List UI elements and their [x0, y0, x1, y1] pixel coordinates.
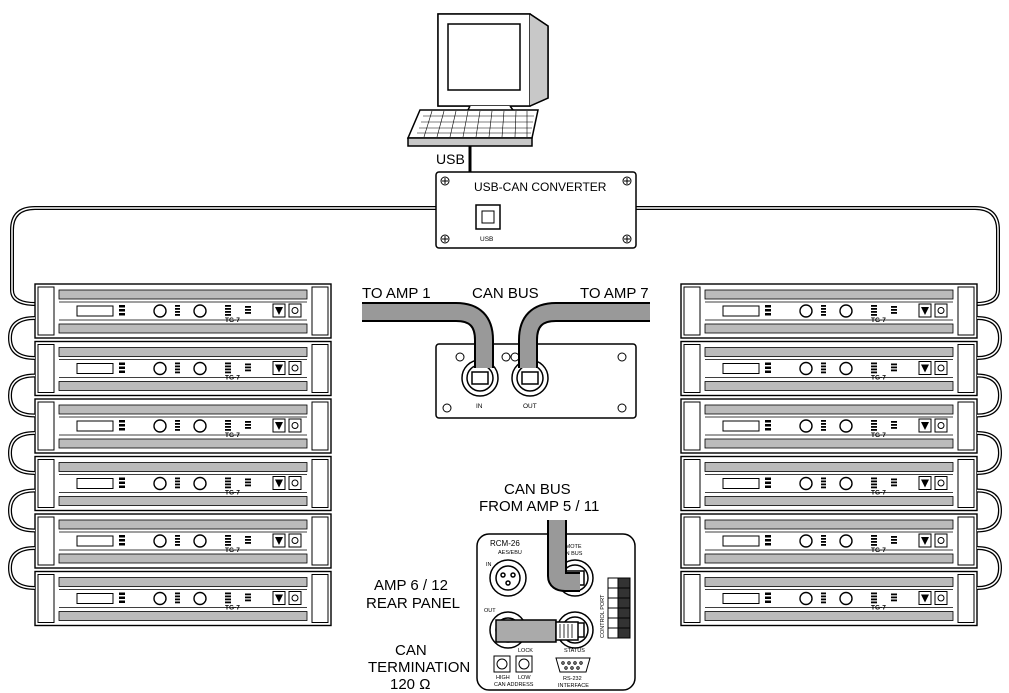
to-amp-1-label: TO AMP 1 — [362, 285, 431, 302]
low-label: LOW — [518, 675, 531, 681]
amplifier-unit: TG-7 — [34, 513, 332, 569]
termination-label-line1: CAN — [395, 642, 427, 659]
amp-model-label: TG-7 — [871, 605, 886, 612]
amp-model-label: TG-7 — [871, 317, 886, 324]
daisy-loop-right — [976, 488, 1003, 533]
daisy-loop-left — [7, 431, 36, 475]
daisy-loop-right — [976, 316, 1003, 360]
termination-label-line2: TERMINATION — [368, 659, 470, 676]
converter-port-label: USB — [480, 236, 493, 243]
status-label: STATUS — [564, 648, 585, 654]
can-bus-from-label-line1: CAN BUS — [504, 481, 571, 498]
amp-model-label: TG-7 — [871, 490, 886, 497]
control-port-label: CONTROL PORT — [600, 594, 606, 638]
termination-label-line3: 120 Ω — [390, 676, 430, 693]
amp-model-label: TG-7 — [225, 547, 240, 554]
aes-ebu-label: AES/EBU — [498, 550, 522, 556]
amp-model-label: TG-7 — [871, 375, 886, 382]
rs232-label-line2: INTERFACE — [558, 683, 589, 689]
amplifier-unit: TG-7 — [34, 570, 332, 627]
can-out-connector-icon — [511, 359, 549, 397]
amplifier-unit: TG-7 — [680, 570, 978, 627]
keyboard-icon — [406, 109, 539, 147]
rs232-connector-icon — [555, 657, 591, 673]
monitor-icon — [437, 13, 549, 115]
rear-panel-model: RCM-26 — [490, 539, 520, 548]
panel-in-label: IN — [476, 403, 483, 410]
can-in-connector-icon — [461, 359, 499, 397]
can-bus-from-label-line2: FROM AMP 5 / 11 — [479, 498, 599, 515]
remote-label-line2: CAN BUS — [558, 551, 583, 557]
high-label: HIGH — [496, 675, 510, 681]
amp-model-label: TG-7 — [871, 432, 886, 439]
usb-can-converter: USB-CAN CONVERTER USB — [435, 171, 637, 249]
daisy-loop-left — [7, 546, 36, 590]
thick-can-cables — [362, 302, 650, 368]
daisy-loop-left — [7, 488, 36, 533]
lock-label: LOCK — [518, 648, 533, 654]
amp-model-label: TG-7 — [225, 375, 240, 382]
daisy-chain-cables — [7, 316, 1003, 590]
remote-label-line1: REMOTE — [558, 544, 582, 550]
amplifier-unit: TG-7 — [680, 513, 978, 569]
can-bus-label: CAN BUS — [472, 285, 539, 302]
xlr-in-connector-icon — [489, 559, 527, 597]
termination-plug-icon — [495, 619, 579, 643]
rs232-label-line1: RS-232 — [563, 676, 582, 682]
amplifier-unit: TG-7 — [34, 340, 332, 397]
daisy-loop-left — [7, 373, 36, 418]
rear-can-cable — [547, 520, 580, 592]
daisy-loop-right — [976, 373, 1003, 418]
rear-panel-label-line2: REAR PANEL — [366, 595, 460, 612]
amplifier-unit: TG-7 — [34, 283, 332, 339]
amplifier-unit: TG-7 — [34, 455, 332, 512]
amp-model-label: TG-7 — [225, 432, 240, 439]
left-amp-stack: TG-7TG-7TG-7TG-7TG-7TG-7 — [34, 283, 332, 627]
can-address-label: CAN ADDRESS — [494, 682, 534, 688]
rear-panel-label-line1: AMP 6 / 12 — [374, 577, 448, 594]
converter-title: USB-CAN CONVERTER — [474, 180, 607, 194]
daisy-loop-left — [7, 316, 36, 360]
usb-label: USB — [436, 151, 465, 167]
amp-model-label: TG-7 — [871, 547, 886, 554]
amplifier-unit: TG-7 — [680, 398, 978, 454]
daisy-loop-right — [976, 546, 1003, 590]
can-address-switches-icon — [493, 655, 533, 673]
rear-in-label: IN — [486, 562, 492, 568]
daisy-loop-right — [976, 431, 1003, 475]
control-port-terminal-icon — [607, 577, 631, 639]
amplifier-unit: TG-7 — [680, 455, 978, 512]
amplifier-unit: TG-7 — [34, 398, 332, 454]
rear-out-label: OUT — [484, 608, 496, 614]
to-amp-7-label: TO AMP 7 — [580, 285, 649, 302]
computer-icon — [406, 13, 549, 147]
amplifier-unit: TG-7 — [680, 340, 978, 397]
amp-model-label: TG-7 — [225, 317, 240, 324]
amplifier-unit: TG-7 — [680, 283, 978, 339]
amp-model-label: TG-7 — [225, 490, 240, 497]
panel-out-label: OUT — [523, 403, 537, 410]
amp-model-label: TG-7 — [225, 605, 240, 612]
right-amp-stack: TG-7TG-7TG-7TG-7TG-7TG-7 — [680, 283, 978, 627]
